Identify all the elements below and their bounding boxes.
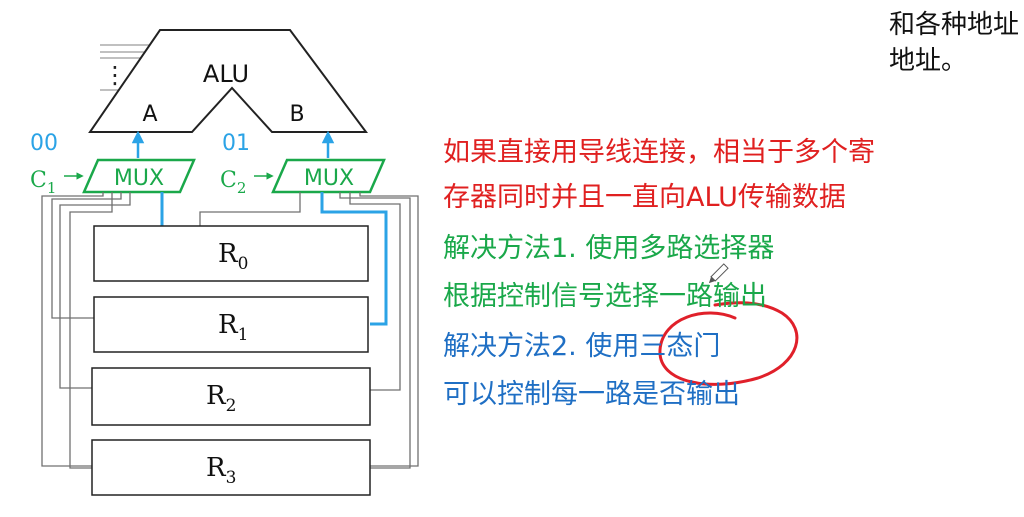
alu-label: ALU bbox=[203, 60, 249, 88]
right-mux-gray-wires bbox=[199, 192, 419, 469]
mux-right-select-value: 01 bbox=[222, 131, 250, 156]
mux-left-select-value: 00 bbox=[30, 131, 58, 156]
pencil-cursor-icon bbox=[708, 263, 729, 284]
alu-input-a-label: A bbox=[142, 102, 157, 127]
alu-shape bbox=[88, 29, 368, 133]
alu-input-b-label: B bbox=[289, 102, 304, 127]
corner-text-line2: 地址。 bbox=[889, 46, 968, 76]
note-line-4: 根据控制信号选择一路输出 bbox=[443, 281, 767, 312]
register-r2: R2 bbox=[91, 367, 371, 426]
register-r1: R1 bbox=[93, 296, 369, 353]
note-line-3: 解决方法1. 使用多路选择器 bbox=[443, 233, 775, 264]
control-c2-label: C2 bbox=[220, 168, 246, 197]
svg-text:R3: R3 bbox=[206, 453, 236, 488]
svg-text:R0: R0 bbox=[218, 239, 248, 274]
red-circle-annotation bbox=[658, 301, 799, 386]
note-line-1: 如果直接用导线连接，相当于多个寄 bbox=[443, 137, 875, 168]
note-line-2: 存器同时并且一直向ALU传输数据 bbox=[443, 182, 846, 213]
mux-right bbox=[271, 158, 386, 194]
register-r3: R3 bbox=[91, 439, 371, 496]
mux-right-label: MUX bbox=[304, 166, 354, 191]
note-line-5: 解决方法2. 使用三态门 bbox=[443, 331, 721, 362]
mux-left-label: MUX bbox=[114, 166, 164, 191]
note-line-6: 可以控制每一路是否输出 bbox=[443, 379, 740, 410]
corner-text-line1: 和各种地址 bbox=[889, 10, 1020, 40]
left-mux-gray-wires bbox=[41, 192, 131, 469]
svg-text:R2: R2 bbox=[206, 381, 236, 416]
control-c1-label: C1 bbox=[30, 168, 56, 197]
right-mux-blue-wire bbox=[320, 192, 388, 326]
register-r0: R0 bbox=[93, 225, 369, 282]
mux-left bbox=[82, 158, 196, 194]
svg-text:R1: R1 bbox=[218, 310, 248, 345]
